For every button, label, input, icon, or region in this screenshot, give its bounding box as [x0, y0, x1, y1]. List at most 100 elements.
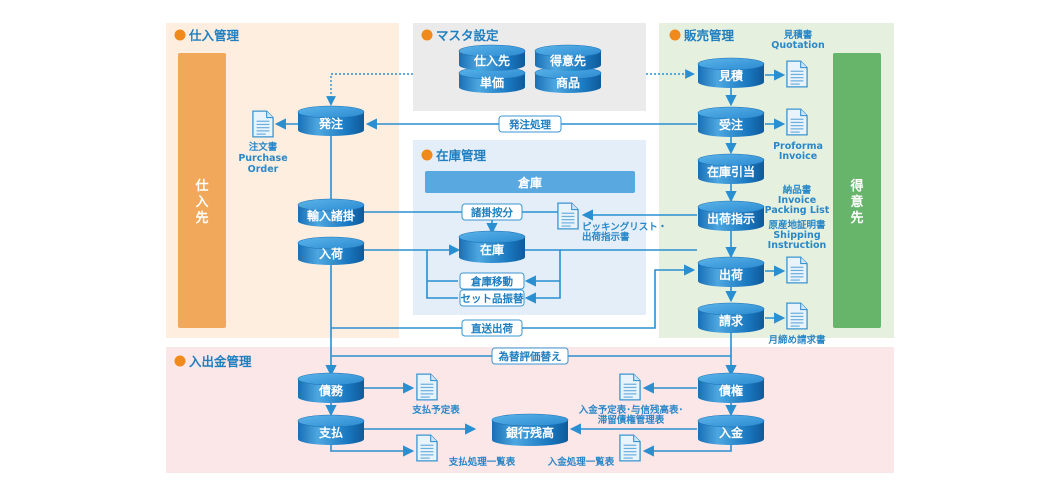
- node-receiving: 入荷: [297, 236, 365, 265]
- document-icon: [786, 108, 808, 136]
- svg-text:発注処理: 発注処理: [508, 118, 551, 131]
- doc-purchase-order-text: Order: [248, 164, 279, 175]
- label-cost-allocation: 諸掛按分: [461, 203, 523, 221]
- node-allocation-label: 在庫引当: [707, 164, 755, 179]
- node-order-received-label: 受注: [719, 117, 743, 132]
- node-payables-label: 債務: [318, 383, 344, 398]
- node-stock: 在庫: [458, 230, 526, 263]
- document-icon: [416, 434, 438, 462]
- master-title: マスタ設定: [421, 28, 499, 43]
- doc-proforma-invoice-text: Proforma: [773, 141, 823, 152]
- master-supplier-price-bottom-label: 単価: [480, 75, 504, 90]
- delivery-docs-line: Instruction: [768, 240, 827, 251]
- doc-payment-schedule-text: 支払予定表: [411, 404, 460, 416]
- label-set-conversion: セット品振替: [459, 289, 525, 307]
- node-allocation: 在庫引当: [697, 153, 765, 184]
- document-icon: [619, 434, 641, 462]
- bullet-icon: [174, 29, 186, 41]
- doc-picking-list-text: 出荷指示書: [582, 231, 630, 243]
- doc-shipping-docs: [786, 256, 808, 284]
- node-receiving-label: 入荷: [319, 246, 343, 261]
- sales-title: 販売管理: [669, 28, 735, 43]
- svg-text:諸掛按分: 諸掛按分: [471, 206, 513, 219]
- node-import-costs: 輸入諸掛: [297, 198, 365, 227]
- cash-section: [166, 347, 894, 473]
- doc-monthly-invoice: [786, 302, 808, 330]
- label-order-process: 発注処理: [498, 115, 562, 133]
- svg-text:仕入管理: 仕入管理: [188, 28, 240, 43]
- delivery-docs-line: 納品書: [783, 184, 812, 196]
- node-payment-label: 支払: [318, 425, 343, 440]
- node-billing-label: 請求: [719, 313, 744, 328]
- svg-text:先: 先: [195, 210, 208, 226]
- svg-text:セット品振替: セット品振替: [461, 292, 524, 305]
- document-icon: [416, 373, 438, 401]
- svg-text:入: 入: [195, 195, 208, 210]
- node-shipping: 出荷: [697, 256, 765, 287]
- delivery-docs-line: Invoice: [778, 195, 816, 206]
- master-supplier-price-top-label: 仕入先: [473, 53, 510, 68]
- node-order: 発注: [297, 105, 365, 136]
- node-order-label: 発注: [318, 116, 343, 131]
- document-icon: [252, 110, 274, 138]
- doc-proforma-invoice-text: Invoice: [779, 151, 817, 162]
- node-quote: 見積: [697, 57, 765, 88]
- delivery-docs-line: 原産地証明書: [768, 219, 826, 231]
- document-icon: [786, 256, 808, 284]
- inventory-title: 在庫管理: [421, 148, 487, 163]
- node-stock-label: 在庫: [480, 242, 504, 257]
- label-warehouse-transfer: 倉庫移動: [459, 272, 525, 290]
- supplier-label: 仕 入 先: [194, 178, 208, 226]
- node-bank-balance: 銀行残高: [491, 413, 569, 446]
- document-icon: [786, 60, 808, 88]
- customer-label: 得 意 先: [849, 178, 863, 226]
- label-fx-revaluation: 為替評価替え: [491, 347, 569, 365]
- node-order-received: 受注: [697, 106, 765, 137]
- svg-text:仕: 仕: [194, 178, 208, 194]
- doc-payment-list: 支払処理一覧表: [416, 434, 516, 468]
- doc-payment-list-text: 支払処理一覧表: [448, 456, 516, 468]
- delivery-docs-line: Shipping: [773, 230, 820, 241]
- node-quote-label: 見積: [718, 68, 744, 83]
- node-billing: 請求: [697, 302, 765, 333]
- doc-receivable-reports-text: 入金予定表･与信残高表･: [578, 404, 684, 416]
- cash-title: 入出金管理: [174, 354, 252, 369]
- customer-bar: [833, 53, 881, 328]
- supplier-bar: [178, 53, 226, 328]
- document-icon: [786, 302, 808, 330]
- doc-quotation-text: Quotation: [771, 40, 825, 51]
- node-ship-instruction-label: 出荷指示: [707, 211, 755, 226]
- doc-picking-list-text: ピッキングリスト・: [582, 221, 667, 233]
- master-customer-product-top: 得意先: [534, 44, 602, 71]
- warehouse-bar: [425, 171, 635, 193]
- node-receivables-label: 債権: [718, 383, 743, 398]
- svg-text:マスタ設定: マスタ設定: [436, 28, 499, 43]
- document-icon: [557, 202, 579, 230]
- node-deposit-label: 入金: [719, 425, 744, 440]
- doc-picking-list: ピッキングリスト・出荷指示書: [557, 202, 667, 243]
- master-customer-product-top-label: 得意先: [549, 53, 586, 68]
- svg-text:入出金管理: 入出金管理: [189, 354, 252, 369]
- svg-text:意: 意: [850, 194, 863, 210]
- node-bank-balance-label: 銀行残高: [505, 425, 554, 440]
- doc-receivable-reports-text: 滞留債権管理表: [598, 414, 665, 426]
- label-direct-shipping: 直送出荷: [461, 319, 523, 337]
- monthly-invoice-line: 月締め請求書: [767, 334, 826, 346]
- svg-text:得: 得: [849, 178, 863, 194]
- node-receivables: 債権: [697, 372, 765, 403]
- bullet-icon: [174, 355, 186, 367]
- doc-purchase-order-text: 注文書: [249, 141, 278, 153]
- delivery-docs-line: Packing List: [765, 205, 830, 216]
- doc-receivable-reports: 入金予定表･与信残高表･滞留債権管理表: [578, 373, 684, 426]
- node-shipping-label: 出荷: [719, 267, 743, 282]
- purchasing-title: 仕入管理: [174, 28, 240, 43]
- doc-quotation-text: 見積書: [783, 29, 813, 41]
- bullet-icon: [421, 149, 433, 161]
- doc-purchase-order-text: Purchase: [238, 153, 287, 164]
